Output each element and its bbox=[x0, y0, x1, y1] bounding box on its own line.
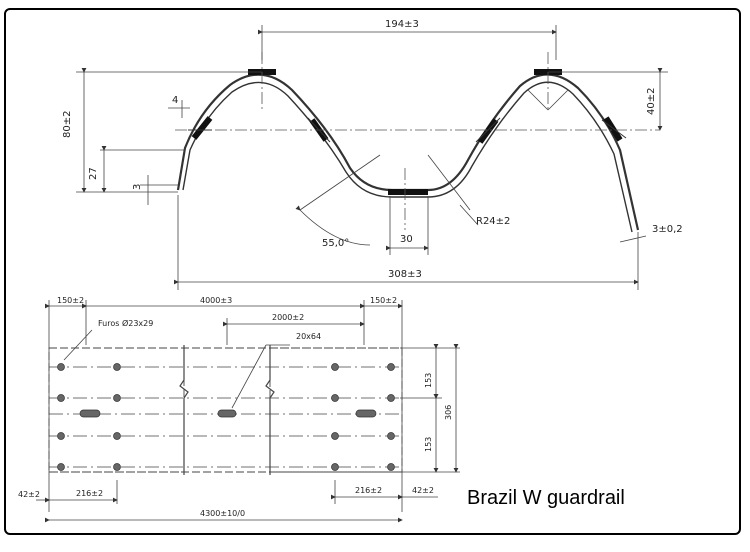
w-profile-outer bbox=[176, 73, 640, 231]
dim-flange: 4 bbox=[172, 95, 178, 106]
holes-note: Furos Ø23x29 bbox=[98, 318, 153, 328]
dim-153-bottom: 153 bbox=[424, 437, 433, 452]
dim-216-left: 216±2 bbox=[76, 489, 103, 498]
dim-153-top: 153 bbox=[424, 373, 433, 388]
dim-top-width: 194±3 bbox=[385, 19, 419, 30]
slot-note: 20x64 bbox=[296, 332, 321, 341]
dim-42-left: 42±2 bbox=[18, 490, 40, 499]
profile-dimensions: 194±3 80±2 40±2 4 27 3 55,0° 30 R24±2 3±… bbox=[62, 19, 683, 280]
plan-dimensions: 150±2 4000±3 150±2 2000±2 Furos Ø23x29 2… bbox=[18, 296, 453, 518]
diagram-caption: Brazil W guardrail bbox=[467, 487, 625, 509]
dim-306: 306 bbox=[444, 405, 453, 420]
dim-4000: 4000±3 bbox=[200, 296, 232, 305]
w-profile-inner bbox=[182, 81, 633, 233]
dim-width: 308±3 bbox=[388, 269, 422, 280]
dim-2000: 2000±2 bbox=[272, 313, 304, 322]
plan-view bbox=[36, 300, 460, 523]
dim-42-right: 42±2 bbox=[412, 486, 434, 495]
dim-150-left: 150±2 bbox=[57, 296, 84, 305]
dim-150-right: 150±2 bbox=[370, 296, 397, 305]
dim-right-height: 40±2 bbox=[646, 88, 657, 115]
dim-radius: R24±2 bbox=[476, 216, 510, 227]
profile-section bbox=[76, 25, 668, 290]
dim-216-right: 216±2 bbox=[355, 486, 382, 495]
dim-thickness: 3±0,2 bbox=[652, 224, 683, 235]
drawing-frame bbox=[4, 8, 741, 535]
dim-total-height: 80±2 bbox=[62, 111, 73, 138]
dim-30: 30 bbox=[400, 234, 413, 245]
dim-4300: 4300±10/0 bbox=[200, 509, 245, 518]
dim-angle: 55,0° bbox=[322, 238, 349, 249]
dim-27: 27 bbox=[88, 167, 99, 180]
dim-3: 3 bbox=[132, 184, 143, 190]
